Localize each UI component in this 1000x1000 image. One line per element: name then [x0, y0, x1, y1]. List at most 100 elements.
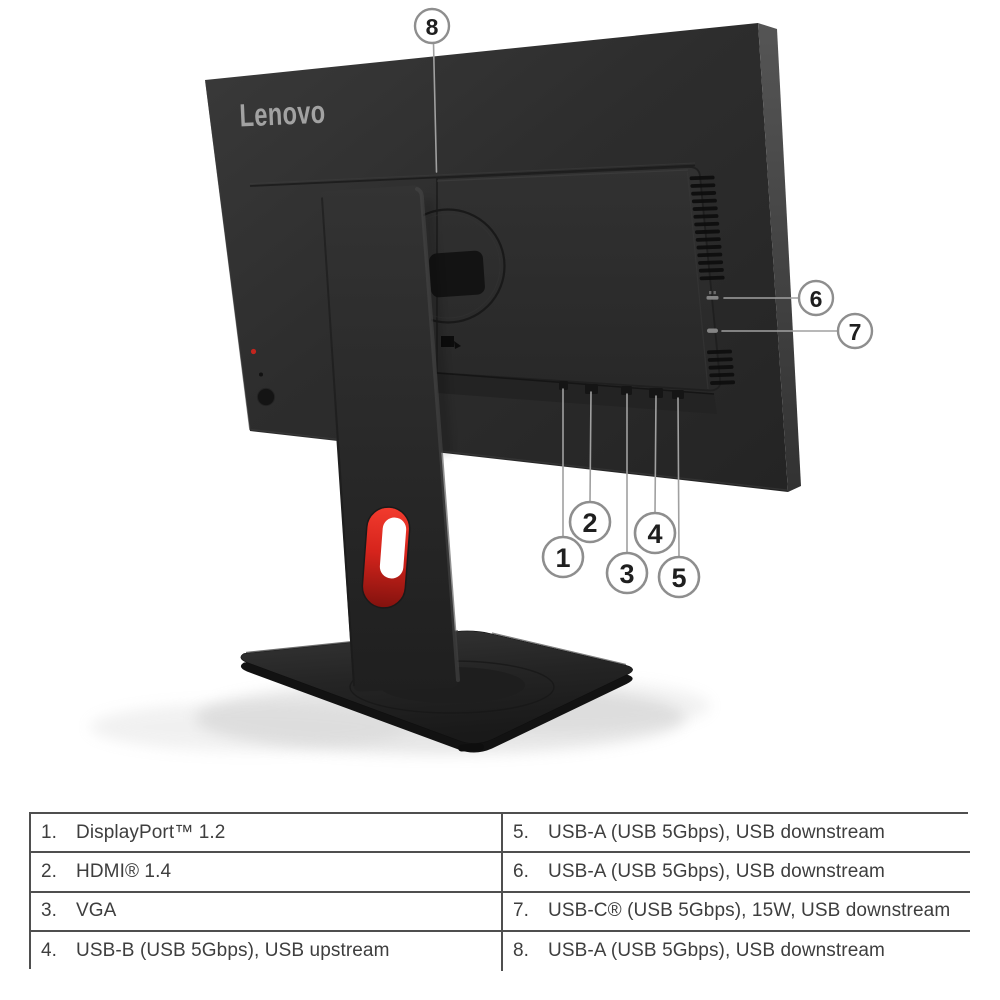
control-dot — [259, 372, 263, 377]
callout-circle — [633, 511, 677, 555]
cable-lock-icon — [441, 336, 461, 349]
vent-slat — [707, 349, 732, 355]
callout-number: 2 — [582, 508, 597, 538]
callout-circle — [568, 500, 612, 544]
table-row-3: 3. VGA — [31, 892, 503, 932]
monitor-rear-diagram: Lenovo — [90, 7, 874, 754]
callout-circle — [413, 7, 451, 45]
callout-7: 7 — [721, 312, 874, 350]
usb-c-port-icon — [707, 328, 718, 333]
row-label: DisplayPort™ 1.2 — [76, 821, 226, 843]
neck-shadow — [421, 199, 452, 456]
vent-slat — [691, 198, 717, 204]
callout-number: 1 — [555, 543, 570, 573]
callout-line — [677, 397, 680, 558]
callout-6: 6 — [723, 279, 835, 317]
callout-line — [654, 395, 657, 514]
bottom-port-connectors — [559, 381, 684, 399]
row-number: 4. — [41, 940, 58, 962]
monitor-side-face — [758, 23, 801, 492]
table-row-5: 5. USB-A (USB 5Gbps), USB downstream — [503, 814, 970, 854]
left-edge-highlight — [205, 81, 251, 431]
row-label: USB-A (USB 5Gbps), USB downstream — [548, 821, 885, 843]
row-number: 7. — [513, 900, 530, 922]
usb-a-port-icon — [706, 291, 719, 300]
vent-slat — [710, 380, 736, 385]
vent-slat — [708, 365, 734, 370]
strip-shadow-line — [436, 372, 715, 395]
callout-line — [432, 42, 438, 173]
table-row-6: 6. USB-A (USB 5Gbps), USB downstream — [503, 853, 970, 893]
vent-slat — [697, 252, 723, 258]
callout-circle — [797, 279, 835, 317]
callout-number: 7 — [849, 319, 862, 345]
callout-circle — [605, 551, 649, 595]
callout-circle — [541, 535, 585, 579]
stand-neck — [319, 185, 460, 692]
callout-2: 2 — [568, 391, 612, 544]
port-nub-vga — [621, 386, 632, 395]
row-number: 5. — [513, 821, 530, 843]
callouts: 1 2 3 4 — [413, 7, 874, 599]
joystick-button — [256, 387, 276, 407]
port-nub-displayport — [559, 381, 568, 390]
vent-slat — [692, 206, 718, 211]
row-label: USB-B (USB 5Gbps), USB upstream — [76, 940, 390, 962]
callout-1: 1 — [541, 388, 585, 579]
cable-management-cutout — [361, 506, 411, 609]
port-nub-usb-b — [649, 388, 663, 398]
callout-4: 4 — [633, 395, 677, 555]
row-label: USB-A (USB 5Gbps), USB downstream — [548, 860, 885, 882]
base-front-foot — [458, 743, 485, 752]
port-nub-hdmi — [585, 384, 598, 394]
callout-circle — [836, 312, 874, 350]
row-number: 2. — [41, 860, 58, 882]
vent-slat — [707, 357, 733, 362]
panel-top-highlight — [436, 169, 689, 182]
vent-slat — [709, 372, 735, 378]
callout-number: 6 — [810, 286, 823, 312]
vent-slat — [694, 221, 720, 227]
callout-number: 4 — [647, 519, 662, 549]
vent-slat — [691, 191, 717, 196]
vent-slat — [693, 214, 719, 219]
vent-slat — [690, 183, 716, 188]
callout-number: 5 — [671, 563, 686, 593]
port-panel-face — [436, 166, 722, 392]
vent-slat — [696, 244, 722, 250]
port-nub-usb-a — [672, 390, 684, 399]
table-row-7: 7. USB-C® (USB 5Gbps), 15W, USB downstre… — [503, 892, 970, 932]
row-number: 6. — [513, 860, 530, 882]
vent-slats-lower — [707, 349, 736, 385]
row-label: USB-C® (USB 5Gbps), 15W, USB downstream — [548, 900, 951, 922]
callout-3: 3 — [605, 393, 649, 595]
inner-port-panel — [390, 166, 736, 414]
neck-right-edge-highlight — [415, 187, 460, 682]
row-number: 1. — [41, 821, 58, 843]
vent-slat — [694, 229, 720, 235]
lenovo-logo: Lenovo — [239, 94, 327, 134]
neck-column — [319, 185, 459, 692]
port-legend-table: 1. DisplayPort™ 1.2 5. USB-A (USB 5Gbps)… — [29, 812, 970, 971]
vent-slat — [695, 237, 721, 242]
vent-slats-upper — [689, 175, 725, 281]
base-back-right-highlight — [491, 632, 627, 666]
callout-5: 5 — [657, 397, 701, 599]
row-number: 8. — [513, 940, 530, 962]
vent-slat — [699, 275, 725, 281]
stand-hinge-bracket — [429, 250, 485, 298]
panel-seam-highlight — [249, 162, 696, 184]
callout-line — [589, 391, 592, 503]
callout-number: 3 — [619, 559, 634, 589]
row-label: USB-A (USB 5Gbps), USB downstream — [548, 940, 885, 962]
power-led — [250, 348, 257, 355]
callout-circle — [657, 555, 701, 599]
row-number: 3. — [41, 900, 58, 922]
table-row-8: 8. USB-A (USB 5Gbps), USB downstream — [503, 931, 970, 971]
row-label: VGA — [76, 900, 117, 922]
callout-8: 8 — [413, 7, 451, 173]
vent-slat — [698, 268, 724, 273]
vent-column-divider — [686, 171, 709, 390]
callout-number: 8 — [426, 14, 439, 40]
